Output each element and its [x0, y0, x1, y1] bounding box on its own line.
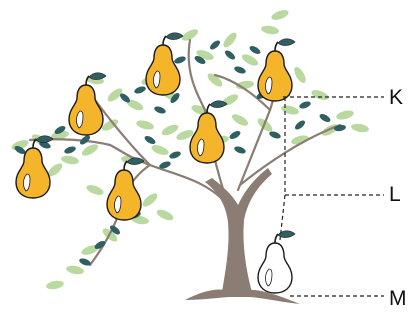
- leaf-dark: [153, 105, 166, 115]
- pear-leaf: [89, 73, 106, 80]
- pear-stem: [275, 234, 278, 243]
- leaf-dark: [293, 119, 306, 131]
- leaf-light: [280, 104, 299, 116]
- leaf-light: [240, 52, 260, 68]
- pears-group: [16, 33, 295, 293]
- leaf-dark: [228, 129, 241, 140]
- leaf-light: [310, 88, 330, 102]
- pear-body: [258, 51, 292, 101]
- pear-body: [16, 148, 50, 198]
- leaf-light: [221, 31, 239, 50]
- pear-leaf: [278, 39, 295, 46]
- leaf-light: [45, 279, 64, 290]
- pear-body: [69, 85, 103, 135]
- leaf-light: [135, 119, 154, 131]
- leaf-light: [270, 8, 290, 22]
- leaf-light: [85, 183, 105, 197]
- leaf-light: [155, 208, 175, 223]
- pear-body: [146, 45, 180, 95]
- leaf-dark: [173, 55, 186, 65]
- pear-body: [258, 243, 292, 293]
- leaf-light: [335, 109, 354, 121]
- leaf-light: [160, 123, 180, 138]
- tree-branches: [30, 40, 340, 265]
- leaf-light: [206, 71, 225, 89]
- leaf-dark: [298, 100, 311, 110]
- leaf-dark: [248, 44, 261, 55]
- leaf-dark: [233, 145, 246, 155]
- leaf-light: [260, 24, 279, 35]
- leaf-dark: [208, 39, 221, 51]
- leaf-dark: [318, 112, 331, 123]
- leaf-light: [65, 264, 84, 275]
- leaf-dark: [133, 85, 146, 95]
- label-l: L: [389, 183, 401, 206]
- pear-body: [190, 113, 224, 163]
- pear-7-white: [258, 231, 295, 293]
- leaf-light: [60, 154, 79, 165]
- leaf-light: [292, 65, 308, 85]
- leaf-dark: [143, 134, 156, 145]
- leaf-light: [350, 122, 369, 133]
- pear-stem: [163, 36, 166, 45]
- pear-leaf: [210, 101, 227, 108]
- leaf-dark: [223, 49, 236, 61]
- leaf-light: [150, 143, 170, 157]
- pear-stem: [207, 104, 210, 113]
- leaf-light: [80, 142, 100, 158]
- leaf-dark: [63, 145, 76, 155]
- pear-2: [258, 39, 295, 101]
- leaf-dark: [168, 150, 181, 160]
- pear-stem: [275, 42, 278, 51]
- pear-1: [146, 33, 183, 95]
- label-m: M: [389, 287, 407, 310]
- pear-leaf: [166, 33, 183, 40]
- leaf-dark: [233, 65, 246, 75]
- leaf-light: [230, 112, 250, 128]
- pear-6: [107, 158, 144, 220]
- leaf-dark: [268, 130, 281, 140]
- label-k: K: [389, 86, 403, 109]
- leaf-light: [141, 191, 160, 209]
